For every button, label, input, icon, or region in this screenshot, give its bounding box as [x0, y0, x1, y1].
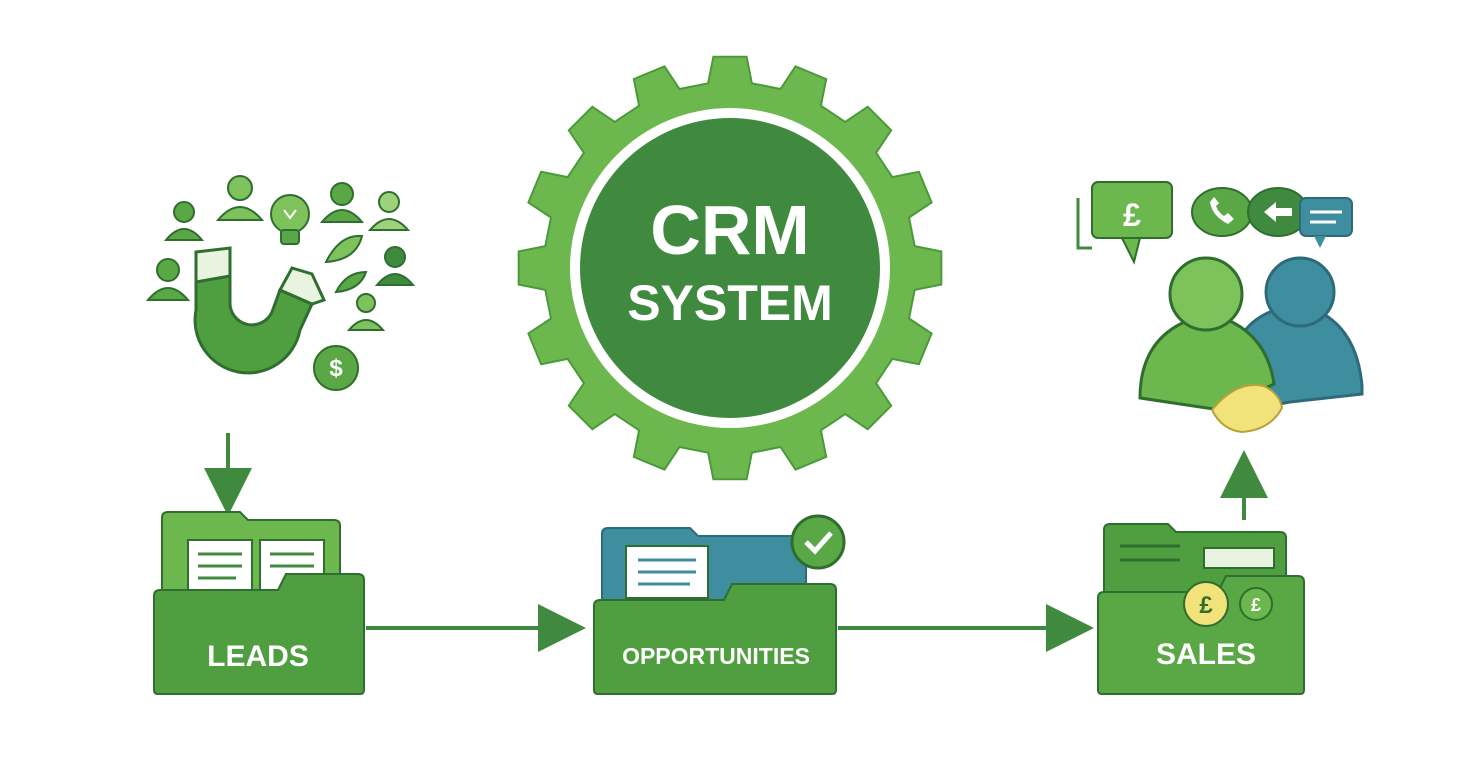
gear-core: [580, 118, 880, 418]
opportunities-folder: OPPORTUNITIES: [593, 514, 846, 695]
pound-symbol: £: [1199, 592, 1213, 619]
hub-title-line1: CRM: [650, 191, 809, 269]
leaf-icon: [324, 234, 364, 264]
person-icon: [346, 293, 386, 331]
sales-illustration: £: [1076, 181, 1364, 434]
stage-label-opportunities: OPPORTUNITIES: [622, 643, 810, 669]
magnet-icon: [193, 246, 327, 375]
pound-symbol: £: [1123, 197, 1141, 233]
person-icon: [145, 258, 191, 301]
sales-folder: £ £ SALES: [1097, 523, 1305, 695]
pound-coin-icon: £: [1183, 581, 1229, 627]
check-badge-icon: [790, 514, 846, 570]
phone-bubble-icon: [1191, 187, 1253, 237]
person-icon: [215, 175, 265, 221]
leaf-icon: [334, 270, 368, 294]
dollar-coin-icon: $: [313, 345, 359, 391]
handshake-people-icon: [1138, 256, 1364, 434]
chat-bubble-icon: £: [1076, 181, 1173, 265]
hub-title-line2: SYSTEM: [627, 275, 833, 331]
person-icon: [374, 246, 416, 286]
person-icon: [367, 191, 411, 231]
person-icon: [319, 182, 365, 223]
stage-label-leads: LEADS: [207, 640, 309, 673]
stage-label-sales: SALES: [1156, 638, 1256, 671]
crm-gear: CRM SYSTEM: [517, 55, 943, 481]
leads-folder: LEADS: [153, 511, 365, 695]
lightbulb-icon: [270, 194, 310, 245]
leads-illustration: $: [145, 175, 416, 391]
pound-coin-icon: £: [1239, 587, 1273, 621]
person-icon: [163, 201, 205, 241]
dollar-symbol: $: [329, 355, 343, 382]
message-bubble-icon: [1299, 197, 1353, 248]
pound-symbol: £: [1251, 595, 1261, 615]
